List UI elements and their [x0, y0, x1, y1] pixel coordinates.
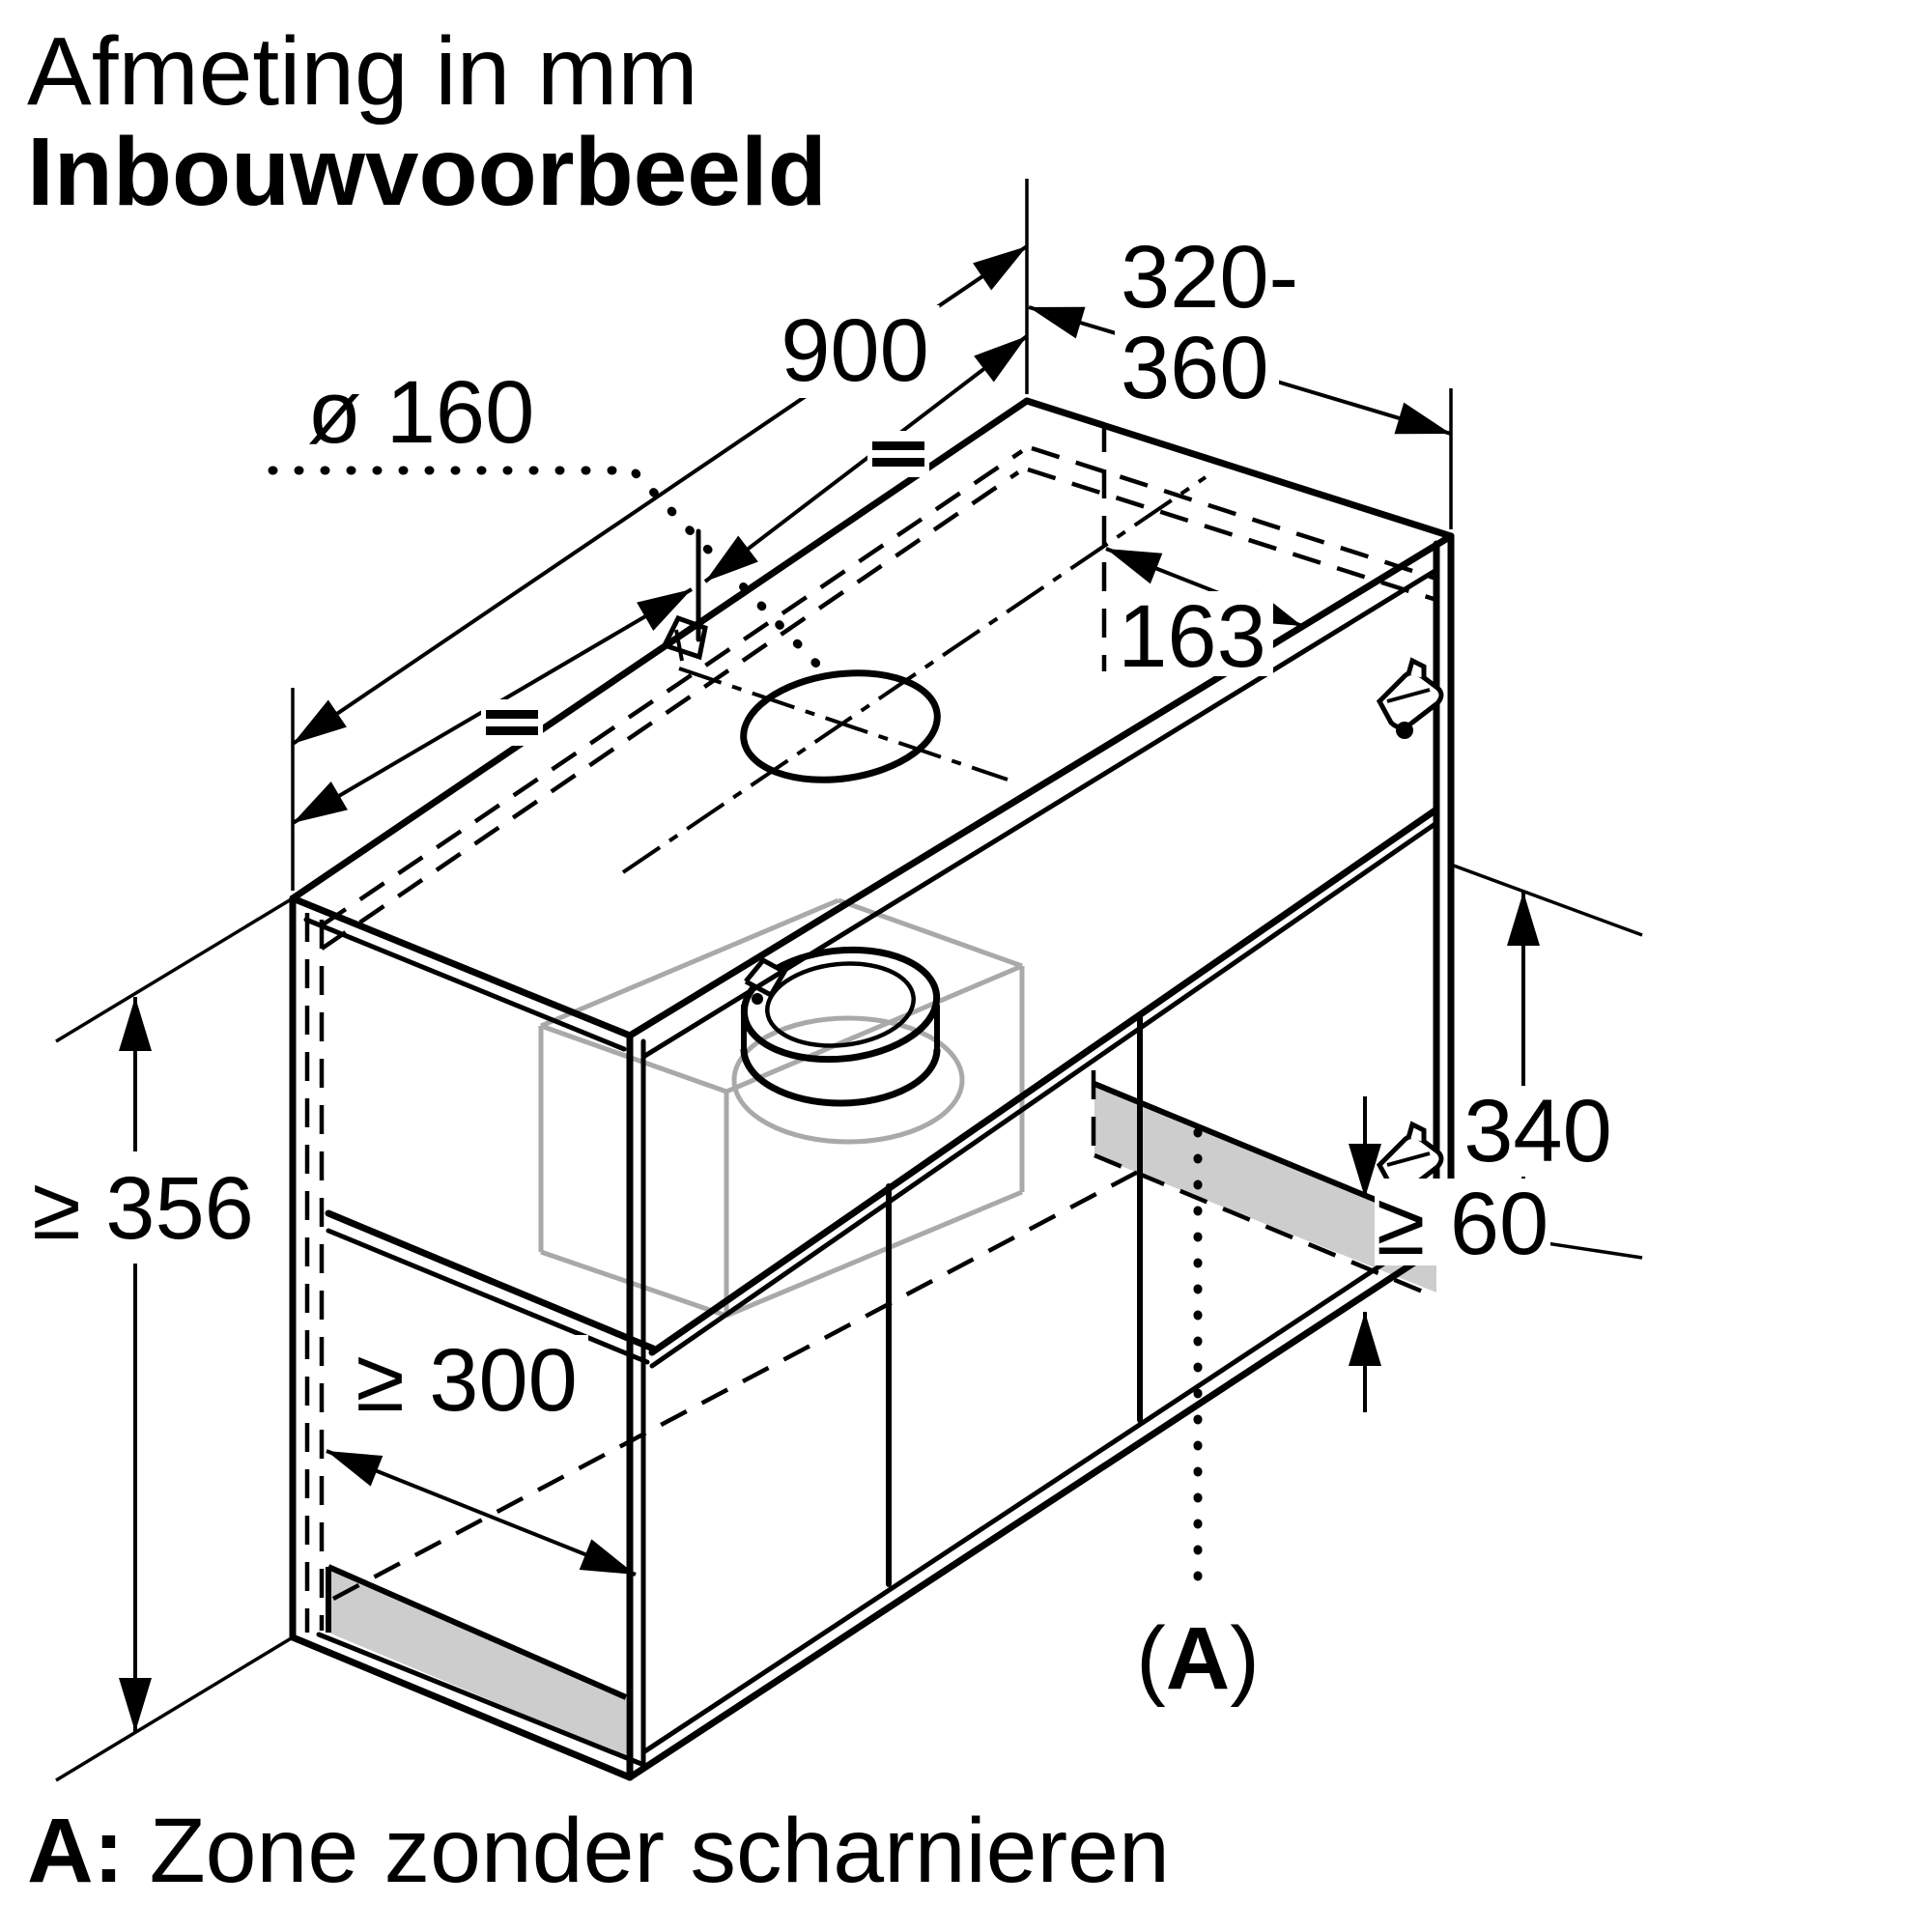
dim-340-halo: [1460, 1086, 1616, 1175]
dim-900: 900: [781, 301, 929, 400]
legend-key: A:: [27, 1800, 125, 1902]
hood-top-4: [540, 1023, 727, 1094]
ext-left-down-1: [55, 896, 294, 1043]
dim-360-halo: [1115, 323, 1279, 410]
hole-centerline-width: [621, 475, 1208, 874]
dim-line-320-360-arrowhead: [1029, 306, 1086, 339]
top-hidden-right-2: [1027, 467, 1435, 602]
bottom-edge-front: [626, 1244, 1440, 1781]
center-line-left-arrowhead: [637, 589, 692, 631]
dim-320: 320-: [1121, 228, 1298, 327]
hood-front-strip-top-edge: [327, 1564, 628, 1700]
equal-mark: [486, 726, 538, 735]
duct-tab-collar-dot: [752, 993, 763, 1005]
zone-a-strip: [1094, 1084, 1436, 1293]
hinge-icon: [1376, 657, 1444, 739]
center-line-left-arrowhead: [293, 781, 348, 823]
hood-collar-flange-gray: [731, 1015, 965, 1145]
hood-front-strip: [328, 1567, 626, 1757]
ext-left-down-2: [55, 1635, 294, 1782]
page-title: Afmeting in mm: [27, 17, 698, 126]
dim-line-300-arrowhead: [327, 1451, 384, 1487]
hood-top-1: [540, 897, 839, 1029]
dim-line-300: [326, 1449, 637, 1577]
equal-mark: [486, 710, 538, 719]
dim-900-halo: [770, 305, 940, 398]
legend-zone-a: A: Zone zonder scharnieren: [27, 1799, 1170, 1904]
floor-hidden-edge: [331, 1170, 1140, 1601]
hood-top-2: [838, 897, 1023, 969]
duct-collar-bottom: [740, 1048, 941, 1107]
dim-line-60-top-arrowhead: [1349, 1144, 1381, 1198]
top-edge-front-left-inner: [303, 917, 627, 1052]
page-subtitle: Inbouwvoorbeeld: [27, 118, 827, 226]
legend-text: Zone zonder scharnieren: [124, 1800, 1170, 1902]
equal-mark-halo: [481, 699, 543, 746]
shelf-left-top: [325, 1209, 657, 1352]
title-block: Afmeting in mm Inbouwvoorbeeld: [27, 21, 827, 222]
dim-line-60-bottom-arrowhead: [1349, 1312, 1381, 1366]
dim-60-halo: [1375, 1179, 1550, 1265]
hood-top-3: [725, 963, 1023, 1094]
hole-centerline-depth: [678, 667, 1009, 781]
dim-300-halo: [345, 1335, 588, 1428]
top-hidden-right-1: [1031, 445, 1440, 582]
dim-163-halo: [1111, 591, 1273, 676]
duct-hole-top: [740, 669, 941, 783]
bottom-edge-front-inner: [640, 1226, 1439, 1755]
bottom-edge-left: [289, 1634, 634, 1781]
dim-line-320-360-arrowhead: [1394, 402, 1451, 435]
dim-340: 340: [1463, 1082, 1612, 1180]
dim-diameter-160: ø 160: [307, 363, 534, 462]
dim-line-900-arrowhead: [973, 246, 1027, 291]
hood-bottom-2: [725, 1189, 1023, 1319]
top-edge-front-left: [289, 895, 634, 1039]
shelf-front-bottom: [649, 820, 1439, 1369]
ext-right-shelf: [1450, 863, 1643, 937]
equal-mark: [872, 441, 924, 450]
dim-line-340-top-arrowhead: [1507, 892, 1540, 946]
dim-356: ≥ 356: [32, 1159, 254, 1258]
dim-line-356-top-arrowhead: [119, 997, 152, 1051]
top-hidden-left-2: [320, 470, 1020, 951]
top-edge-front-right: [626, 532, 1455, 1039]
top-edge-front-right-inner: [640, 567, 1439, 1060]
dim-60: ≥ 60: [1377, 1175, 1548, 1273]
top-edge-back-left: [289, 397, 1031, 902]
center-line-right-arrowhead: [974, 336, 1027, 383]
dim-163: 163: [1118, 587, 1266, 686]
center-line-right-arrowhead: [705, 535, 758, 582]
dim-300: ≥ 300: [355, 1331, 578, 1430]
top-edge-back-right: [1023, 397, 1455, 540]
duct-collar-inner: [765, 961, 916, 1048]
dim-line-900-arrowhead: [293, 699, 347, 744]
dim-line-163-arrowhead: [1106, 549, 1163, 584]
dim-line-300-arrowhead: [579, 1539, 636, 1575]
center-line-right: [703, 334, 1029, 583]
shelf-front-top: [648, 806, 1440, 1356]
equal-mark: [872, 458, 924, 467]
shelf-left-bottom: [326, 1228, 650, 1365]
dim-360: 360: [1121, 319, 1269, 417]
hood-bottom-1: [540, 1249, 727, 1319]
top-hidden-left-1: [320, 449, 1024, 927]
equal-mark-halo: [867, 431, 929, 477]
bottom-edge-left-inner: [316, 1632, 644, 1767]
zone-a-label: (A): [1136, 1609, 1260, 1708]
dim-320-halo: [1115, 232, 1318, 321]
dim-line-356-bottom-arrowhead: [119, 1678, 152, 1732]
dim-356-halo: [21, 1163, 265, 1256]
